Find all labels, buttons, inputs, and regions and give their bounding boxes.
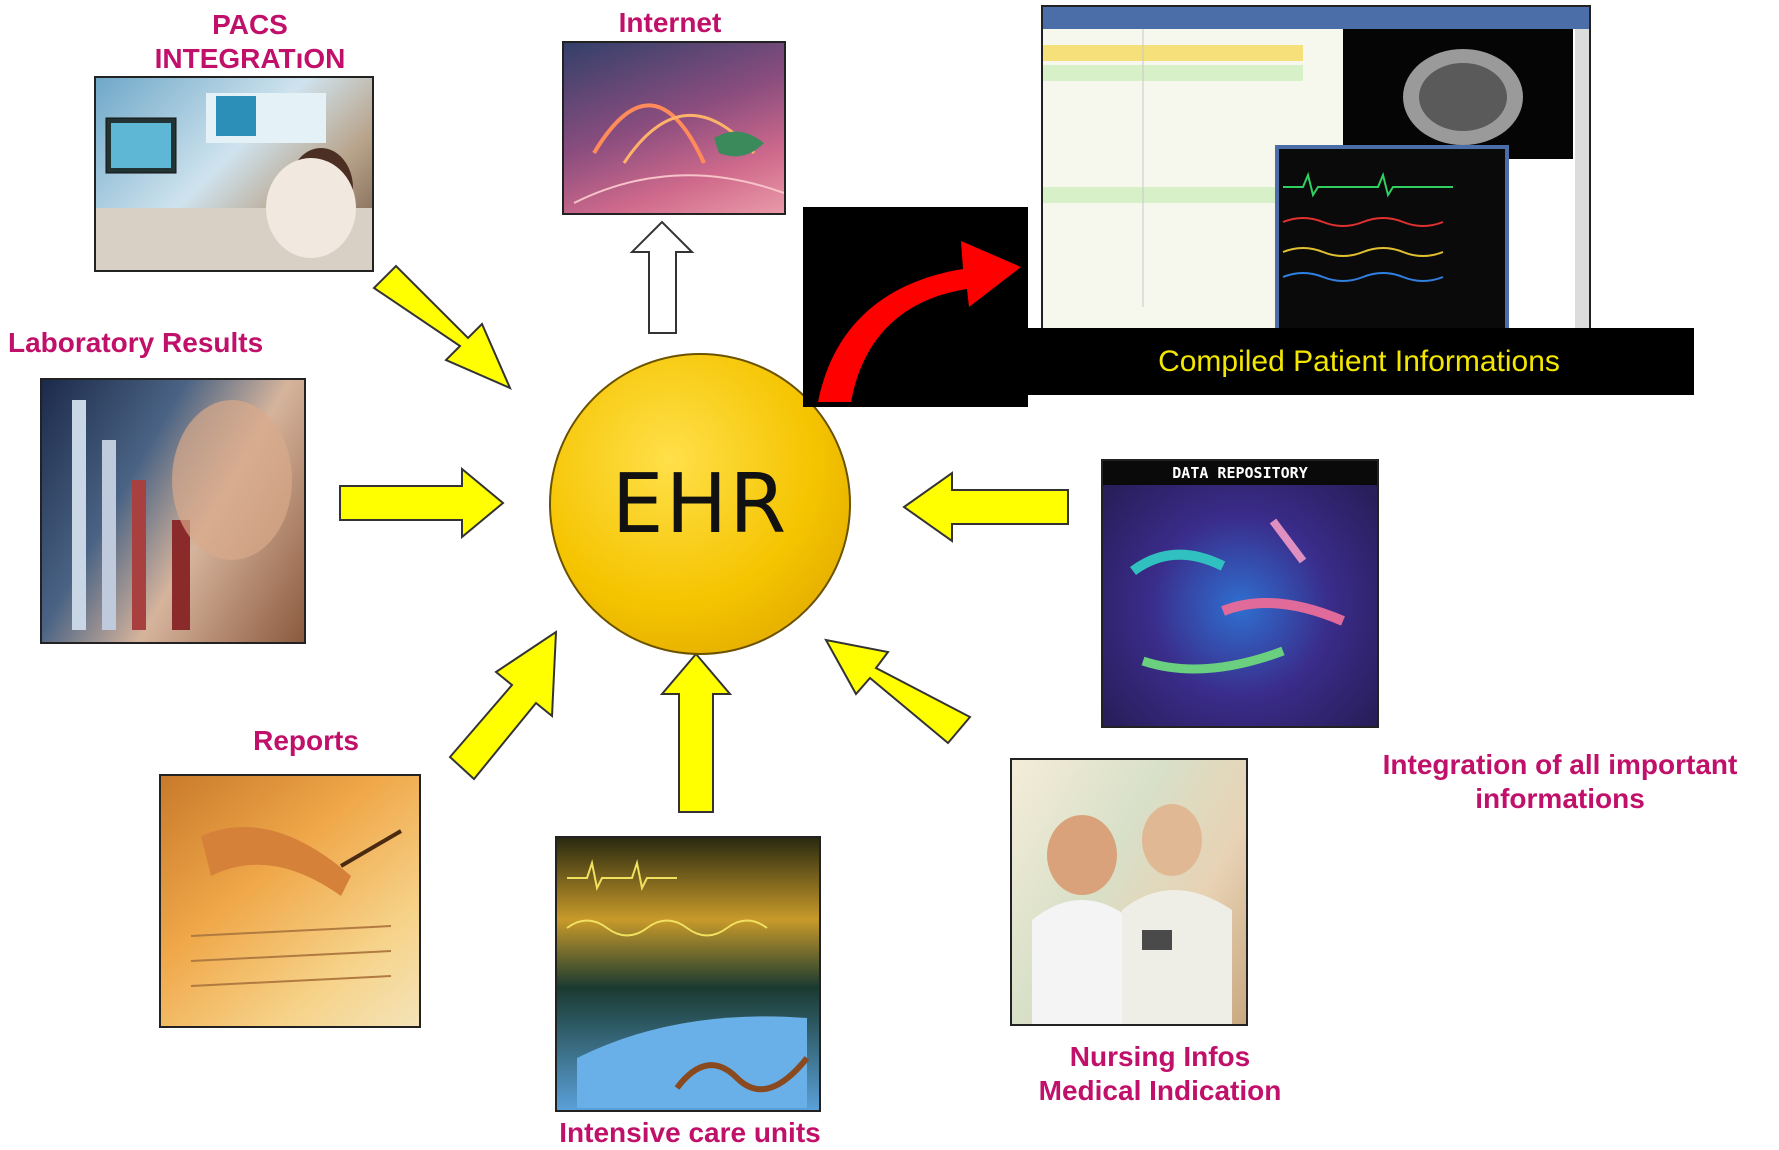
integration-label-line2: informations — [1475, 782, 1645, 814]
compiled-banner: Compiled Patient Informations — [1024, 328, 1694, 395]
compiled-screenshot — [1041, 5, 1591, 339]
integration-label: Integration of all important information… — [1340, 748, 1779, 815]
curved-arrow-box — [803, 207, 1028, 407]
pacs-label-line2: INTEGRATıON — [154, 42, 346, 74]
nursing-label: Nursing Infos Medical Indication — [990, 1040, 1330, 1107]
ehr-hub: EHR — [549, 353, 851, 655]
pacs-image — [94, 76, 374, 272]
pacs-label-line1: PACS — [212, 9, 288, 40]
icu-label: Intensive care units — [559, 1117, 821, 1148]
integration-label-line1: Integration of all important — [1382, 749, 1738, 780]
arrow-repository-to-ehr — [902, 471, 1069, 543]
internet-label: Internet — [618, 7, 722, 38]
arrow-ehr-to-internet — [629, 220, 695, 334]
curved-red-arrow — [818, 241, 1021, 402]
repository-image: DATA REPOSITORY — [1101, 459, 1379, 728]
arrow-lab-to-ehr — [339, 466, 505, 540]
internet-image — [562, 41, 786, 215]
reports-label: Reports — [253, 725, 359, 756]
nursing-image — [1010, 758, 1248, 1026]
lab-label: Laboratory Results — [8, 327, 264, 358]
lab-image — [40, 378, 306, 644]
repository-title: DATA REPOSITORY — [1103, 461, 1377, 485]
pacs-label: PACS INTEGRATıON — [150, 8, 350, 75]
arrow-nursing-to-ehr — [824, 638, 972, 745]
icu-image — [555, 836, 821, 1112]
arrow-pacs-to-ehr — [372, 264, 512, 390]
reports-image — [159, 774, 421, 1028]
compiled-label: Compiled Patient Informations — [1158, 344, 1560, 378]
nursing-label-line1: Nursing Infos — [1069, 1041, 1251, 1072]
nursing-label-line2: Medical Indication — [1038, 1074, 1282, 1106]
ehr-label: EHR — [611, 456, 789, 552]
arrow-icu-to-ehr — [659, 652, 733, 813]
arrow-reports-to-ehr — [448, 630, 558, 781]
